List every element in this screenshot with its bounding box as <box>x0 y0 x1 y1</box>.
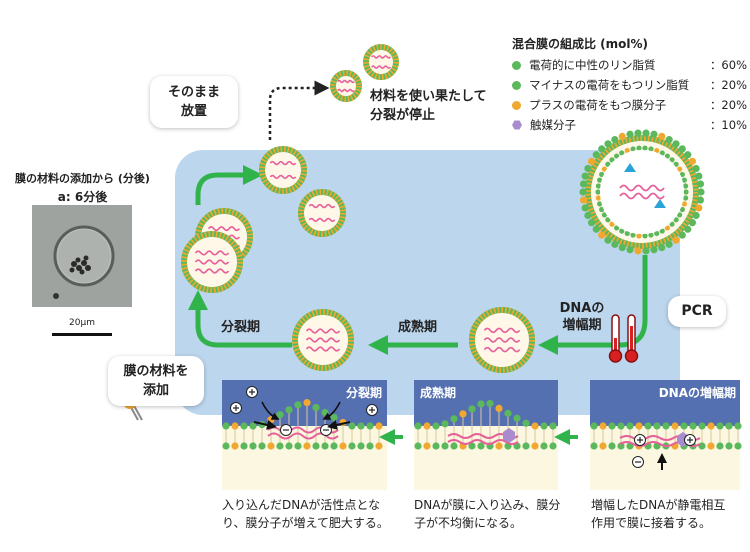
legend-value: ：20% <box>709 98 747 112</box>
pcr-bubble: PCR <box>668 296 726 327</box>
daughter-vesicle-2 <box>298 189 346 237</box>
stage-dna-label: DNAの 増幅期 <box>545 300 619 334</box>
legend-label: 触媒分子 <box>530 118 576 132</box>
panel-division <box>222 380 387 490</box>
maturation-stage-vesicle <box>469 307 535 373</box>
dividing-vesicle-lobe-bottom <box>181 231 243 293</box>
green-dot-icon <box>512 60 521 70</box>
catalyst-hexagon-icon <box>503 428 515 443</box>
legend-item-catalyst: 触媒分子 ：10% <box>512 115 747 135</box>
stop-label: 材料を使い果たして 分裂が停止 <box>370 87 487 125</box>
legend-label: プラスの電荷をもつ膜分子 <box>529 98 667 112</box>
scale-bar <box>52 333 112 336</box>
catalyst-triangle-icon <box>624 163 636 172</box>
leave-line1: そのまま <box>167 85 220 100</box>
legend-label: マイナスの電荷をもつリン脂質 <box>529 78 690 92</box>
legend-value: ：10% <box>709 118 747 132</box>
micro-scale-label: 20μm <box>69 318 95 328</box>
caption-maturation: DNAが膜に入り込み、膜分 子が不均衡になる。 <box>414 496 574 532</box>
caption-line: り、膜分子が増えて肥大する。 <box>222 516 389 530</box>
stage-dna-line1: DNAの <box>559 301 605 316</box>
caption-line: 入り込んだDNAが活性点とな <box>222 498 381 512</box>
dotted-arrow-stop <box>268 80 330 140</box>
micro-title: 膜の材料の添加から (分後) <box>15 172 150 185</box>
caption-division: 入り込んだDNAが活性点とな り、膜分子が増えて肥大する。 <box>222 496 392 532</box>
legend-item-neutral: 電荷的に中性のリン脂質 ：60% <box>512 55 747 75</box>
stopped-vesicle-top <box>363 44 399 80</box>
division-stage-vesicle <box>292 309 354 371</box>
daughter-vesicle-1 <box>259 146 307 194</box>
panel-title-maturation: 成熟期 <box>420 386 457 400</box>
legend-value: ：20% <box>709 78 747 92</box>
thermometer-icon <box>608 314 639 363</box>
micro-sub: a: 6分後 <box>57 190 108 204</box>
caption-line: 作用で膜に接着する。 <box>591 516 712 530</box>
caption-dna: 増幅したDNAが静電相互 作用で膜に接着する。 <box>591 496 746 532</box>
stopped-vesicle-bottom <box>330 70 362 102</box>
add-line2: 添加 <box>142 383 169 398</box>
leave-bubble: そのまま 放置 <box>150 76 238 128</box>
legend-label: 電荷的に中性のリン脂質 <box>529 58 656 72</box>
caption-line: DNAが膜に入り込み、膜分 <box>414 498 561 512</box>
composition-legend: 混合膜の組成比 (mol%) 電荷的に中性のリン脂質 ：60% マイナスの電荷を… <box>512 35 747 135</box>
panel-maturation <box>414 380 558 490</box>
main-vesicle <box>579 129 705 255</box>
legend-item-negative: マイナスの電荷をもつリン脂質 ：20% <box>512 75 747 95</box>
add-material-bubble: 膜の材料を 添加 <box>108 356 204 406</box>
arrow-split-to-daughters <box>195 165 263 205</box>
panel-title-dna: DNAの増幅期 <box>658 386 736 400</box>
stage-division-label: 分裂期 <box>221 320 261 335</box>
microscope-image <box>32 205 132 336</box>
legend-value: ：60% <box>709 58 747 72</box>
stop-line2: 分裂が停止 <box>370 108 436 123</box>
caption-line: 子が不均衡になる。 <box>414 516 523 530</box>
leave-line2: 放置 <box>180 104 207 119</box>
add-line1: 膜の材料を <box>123 364 189 379</box>
stop-line1: 材料を使い果たして <box>370 89 487 104</box>
panel-dna <box>590 380 742 490</box>
purple-hexagon-icon <box>512 120 522 130</box>
arrow-dna-to-maturation <box>538 255 648 355</box>
arrow-division-to-split <box>188 290 292 348</box>
panel-title-division: 分裂期 <box>345 386 382 400</box>
green-dot-icon <box>512 80 521 90</box>
legend-item-positive: プラスの電荷をもつ膜分子 ：20% <box>512 95 747 115</box>
stage-maturation-label: 成熟期 <box>398 320 438 335</box>
caption-line: 増幅したDNAが静電相互 <box>591 498 726 512</box>
orange-dot-icon <box>512 100 521 110</box>
legend-title: 混合膜の組成比 (mol%) <box>512 37 649 51</box>
stage-dna-line2: 増幅期 <box>562 318 602 333</box>
catalyst-triangle-icon <box>654 199 666 208</box>
